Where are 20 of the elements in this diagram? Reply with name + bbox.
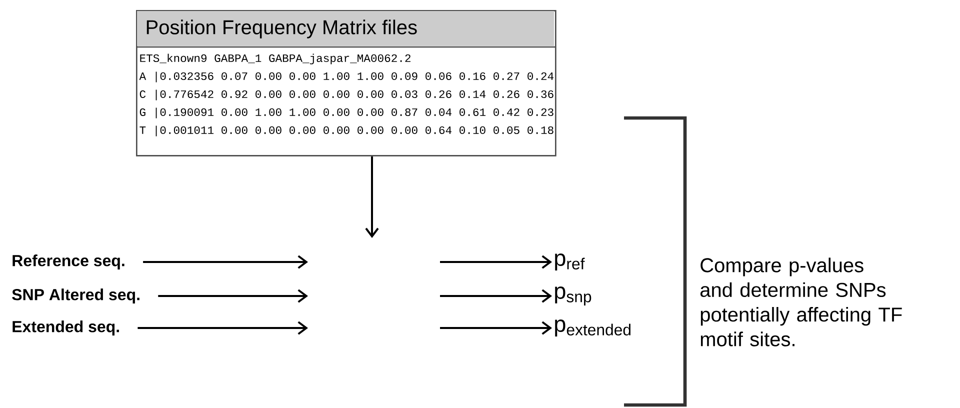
output-label: p$_{extended}$ [555, 320, 630, 336]
input-label: Extended seq. [12, 320, 119, 336]
note-text: Compare p-values and determine SNPs potentially affecting TF motif sites. [700, 258, 902, 346]
arrow [158, 289, 308, 303]
arrow [440, 289, 552, 303]
matrix-line: A |0.032356 0.07 0.00 0.00 1.00 1.00 0.09 0.06 0.16 0.27 0.24 [139, 72, 554, 82]
input-label: Reference seq. [12, 254, 124, 270]
input-label: SNP Altered seq. [12, 288, 140, 304]
panel-heading: Position Frequency Matrix files [146, 20, 417, 38]
arrow [440, 255, 552, 269]
arrow [440, 321, 552, 335]
matrix-line: T |0.001011 0.00 0.00 0.00 0.00 0.00 0.00 0.64 0.10 0.05 0.18 [140, 126, 554, 136]
arrow [138, 321, 308, 335]
output-label: p$_{snp}$ [555, 286, 592, 306]
arrow [365, 156, 379, 238]
matrix-line: G |0.190091 0.00 1.00 1.00 0.00 0.00 0.87 0.04 0.61 0.42 0.23 [140, 108, 554, 118]
output-label: p$_{ref}$ [555, 254, 585, 270]
arrow [143, 255, 308, 269]
matrix-line: ETS_known9 GABPA_1 GABPA_jaspar_MA0062.2 [140, 54, 410, 64]
matrix-line: C |0.776542 0.92 0.00 0.00 0.00 0.00 0.03 0.26 0.14 0.26 0.36 [140, 90, 554, 100]
